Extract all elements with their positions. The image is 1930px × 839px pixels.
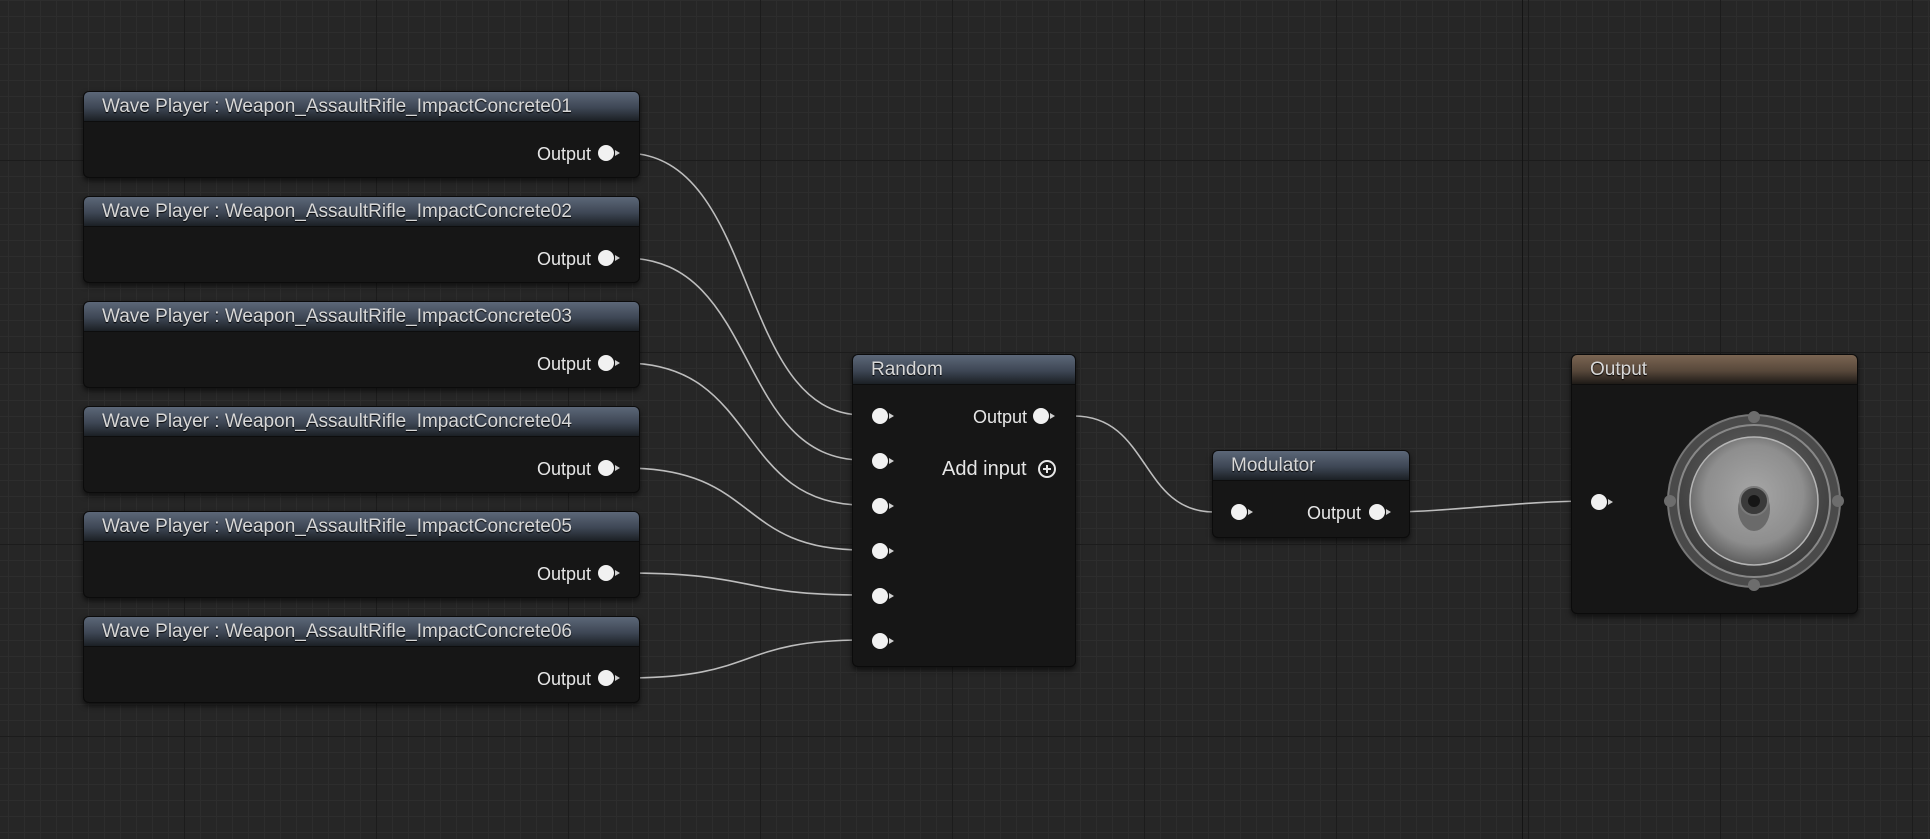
node-title: Wave Player : Weapon_AssaultRifle_Impact… xyxy=(84,512,639,542)
input-pin-2[interactable] xyxy=(872,498,894,514)
node-title: Wave Player : Weapon_AssaultRifle_Impact… xyxy=(84,302,639,332)
wave-player-node[interactable]: Wave Player : Weapon_AssaultRifle_Impact… xyxy=(83,616,640,703)
node-title: Random xyxy=(853,355,1075,385)
input-pin-0[interactable] xyxy=(872,408,894,424)
add-input-label[interactable]: Add input xyxy=(942,458,1027,480)
node-title: Output xyxy=(1572,355,1857,385)
output-pin-label: Output xyxy=(972,407,1027,427)
speaker-icon xyxy=(1664,411,1844,591)
input-pin-3[interactable] xyxy=(872,543,894,559)
wire-wave01-to-random xyxy=(624,152,864,416)
wire-wave05-to-random xyxy=(624,572,864,596)
output-pin[interactable] xyxy=(598,355,620,371)
output-pin-label: Output xyxy=(536,564,591,584)
input-pin[interactable] xyxy=(1591,494,1613,510)
wave-player-node[interactable]: Wave Player : Weapon_AssaultRifle_Impact… xyxy=(83,91,640,178)
input-pin-5[interactable] xyxy=(872,633,894,649)
output-pin-label: Output xyxy=(536,354,591,374)
output-pin-label: Output xyxy=(536,669,591,689)
wave-player-node[interactable]: Wave Player : Weapon_AssaultRifle_Impact… xyxy=(83,511,640,598)
node-title: Wave Player : Weapon_AssaultRifle_Impact… xyxy=(84,617,639,647)
output-pin[interactable] xyxy=(598,250,620,266)
input-pin-4[interactable] xyxy=(872,588,894,604)
output-pin[interactable] xyxy=(598,460,620,476)
output-pin-label: Output xyxy=(536,144,591,164)
random-node[interactable]: Random Output Add input xyxy=(852,354,1076,667)
output-pin-label: Output xyxy=(536,459,591,479)
wire-wave03-to-random xyxy=(624,362,864,506)
output-pin[interactable] xyxy=(598,565,620,581)
wave-player-node[interactable]: Wave Player : Weapon_AssaultRifle_Impact… xyxy=(83,301,640,388)
input-pin[interactable] xyxy=(1231,504,1253,520)
node-title: Wave Player : Weapon_AssaultRifle_Impact… xyxy=(84,92,639,122)
output-pin-label: Output xyxy=(1306,503,1361,523)
wire-wave04-to-random xyxy=(624,467,864,551)
wave-player-node[interactable]: Wave Player : Weapon_AssaultRifle_Impact… xyxy=(83,406,640,493)
wire-modulator-to-output xyxy=(1386,500,1591,513)
add-input-plus-icon[interactable] xyxy=(1038,460,1056,478)
wire-wave06-to-random xyxy=(624,639,864,679)
output-pin[interactable] xyxy=(1369,504,1391,520)
node-title: Wave Player : Weapon_AssaultRifle_Impact… xyxy=(84,197,639,227)
output-pin[interactable] xyxy=(598,670,620,686)
graph-major-gridline xyxy=(1522,0,1523,839)
output-pin[interactable] xyxy=(598,145,620,161)
node-title: Wave Player : Weapon_AssaultRifle_Impact… xyxy=(84,407,639,437)
modulator-node[interactable]: Modulator Output xyxy=(1212,450,1410,538)
wire-wave02-to-random xyxy=(624,257,864,461)
wire-random-to-modulator xyxy=(1073,415,1215,513)
node-title: Modulator xyxy=(1213,451,1409,481)
output-node[interactable]: Output xyxy=(1571,354,1858,614)
output-pin-label: Output xyxy=(536,249,591,269)
input-pin-1[interactable] xyxy=(872,453,894,469)
output-pin[interactable] xyxy=(1033,408,1055,424)
wave-player-node[interactable]: Wave Player : Weapon_AssaultRifle_Impact… xyxy=(83,196,640,283)
